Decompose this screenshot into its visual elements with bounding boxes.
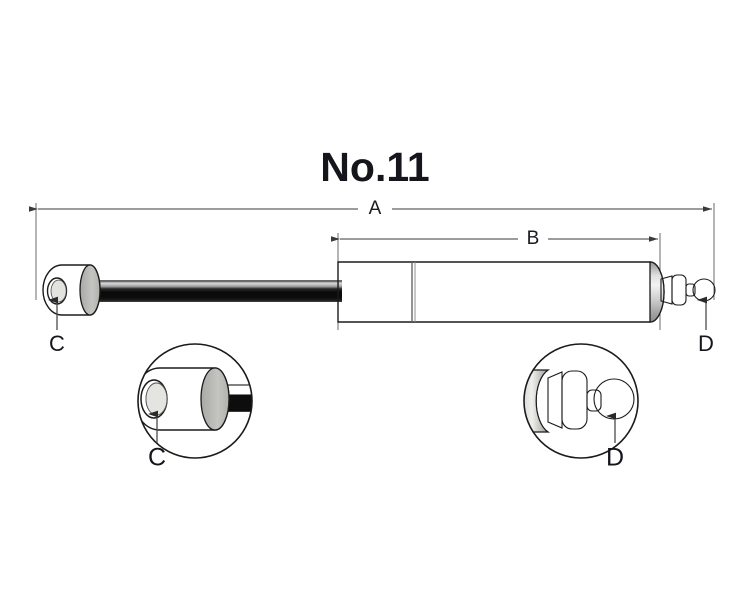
gas-spring-assembly [42,261,716,323]
dimension-b-label: B [527,228,540,249]
cylinder-body [337,261,665,323]
detail-circle-left-label: C [148,444,166,472]
dimension-a-label: A [369,198,382,219]
dimension-a: A [29,198,715,300]
eyelet-end-fitting [42,264,101,316]
detail-circle-left: C [137,343,253,472]
piston-rod [92,280,342,302]
callout-d-main-label: D [698,331,714,356]
dimension-b: B [331,228,661,330]
callout-d-main: D [697,296,714,356]
detail-circle-left-frame [137,343,253,459]
ball-stud-end-fitting [660,274,716,306]
detail-circle-right-label: D [606,444,624,472]
detail-circle-right-frame [523,343,639,459]
page-title: No.11 [320,144,429,190]
callout-c-main-label: C [49,331,65,356]
callout-c-main: C [48,296,65,356]
detail-circle-right: D [523,343,639,472]
